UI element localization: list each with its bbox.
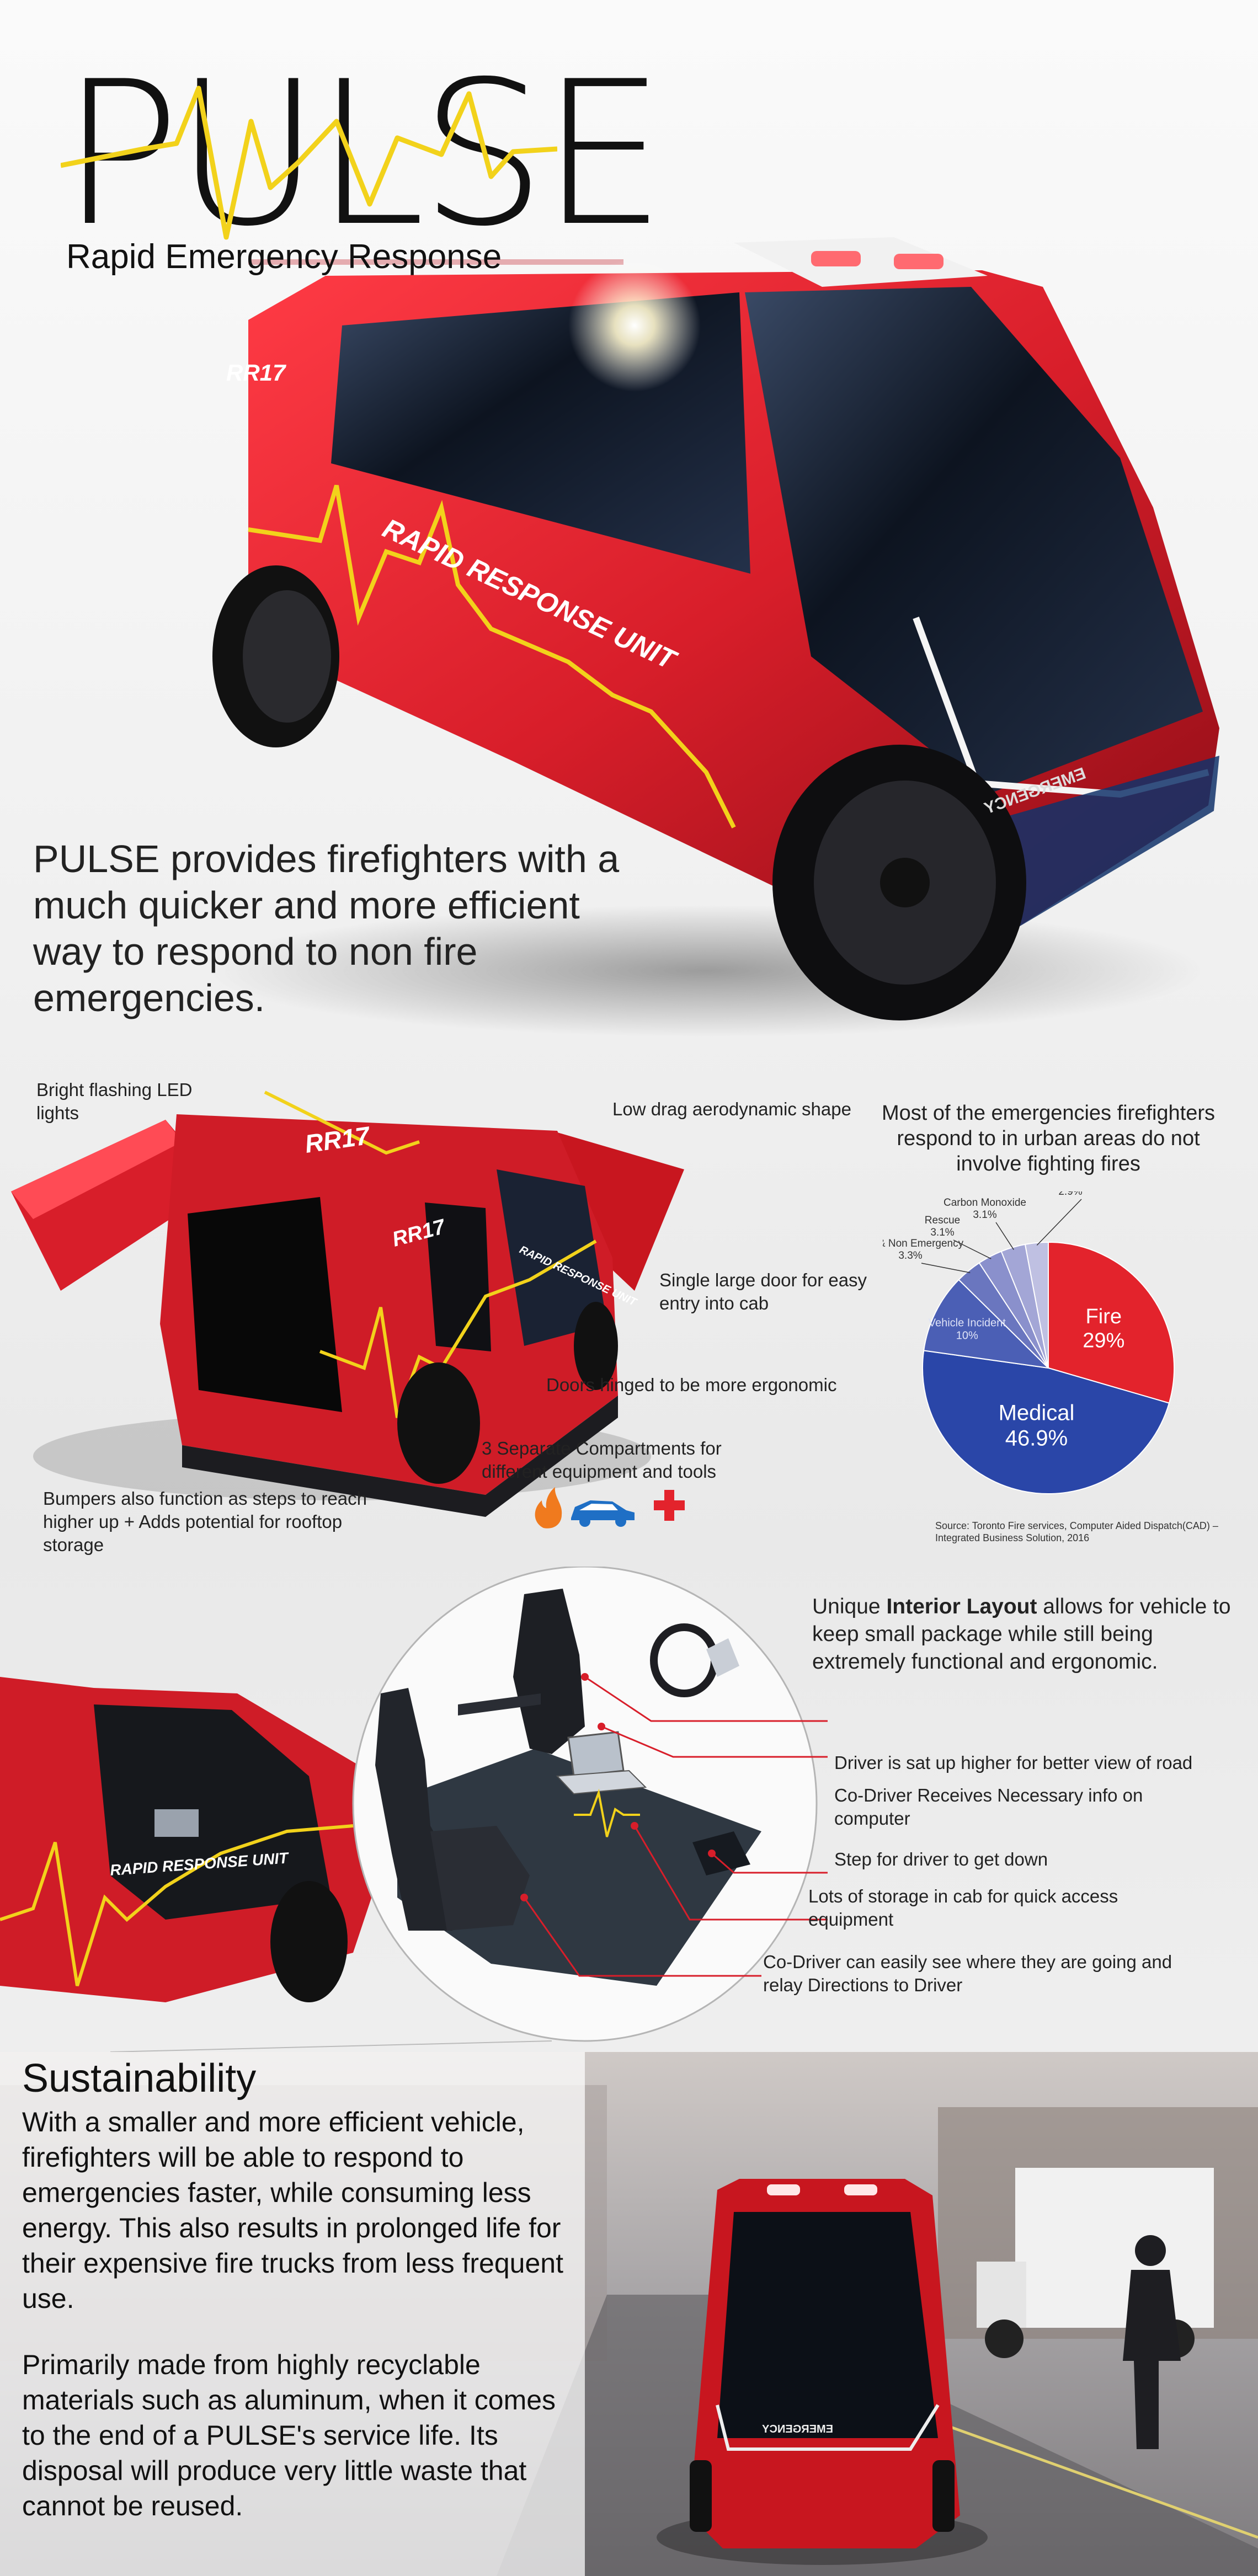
pie-label-2: Vehicle Incident bbox=[929, 1317, 1006, 1329]
pie-slice-vehicle-incident bbox=[923, 1279, 1050, 1369]
pie-outer-value-6: 2.9% bbox=[1058, 1191, 1082, 1198]
wheel bbox=[772, 745, 1026, 1020]
van-number: RR17 bbox=[226, 360, 286, 386]
pie-outer-value-3: 3.3% bbox=[898, 1250, 922, 1262]
pie-slice-leak-haz-mat-suspicious bbox=[1024, 1241, 1049, 1369]
interior-cutaway-image: RAPID RESPONSE UNIT bbox=[0, 1567, 828, 2052]
hero-van-image: RR17 RAPID RESPONSE UNIT EMERGENCY bbox=[210, 237, 1219, 1037]
pie-slice-fire bbox=[1048, 1241, 1175, 1404]
pie-leader-line bbox=[921, 1263, 971, 1274]
callout-driver-step: Step for driver to get down bbox=[834, 1849, 1048, 1869]
pie-label-1: Medical bbox=[999, 1401, 1075, 1425]
callout-hinged-doors: Doors hinged to be more ergonomic bbox=[546, 1375, 837, 1395]
pie-slice-medical bbox=[922, 1350, 1170, 1494]
sustainability-panel bbox=[0, 2052, 585, 2576]
chart-title: Most of the emergencies firefighters res… bbox=[881, 1102, 1216, 1175]
intro-statement: PULSE provides firefighters with a much … bbox=[33, 837, 620, 1019]
callout-codriver-computer: Co-Driver Receives Necessary info on com… bbox=[834, 1785, 1143, 1829]
pie-outer-value-4: 3.1% bbox=[930, 1227, 954, 1238]
windshield-text: EMERGENCY bbox=[761, 2423, 833, 2435]
heartbeat-line-icon bbox=[61, 85, 557, 240]
pie-outer-label-4: Rescue bbox=[925, 1215, 960, 1226]
callout-cab-storage: Lots of storage in cab for quick access … bbox=[808, 1886, 1118, 1930]
fire-icon bbox=[535, 1487, 562, 1529]
sustainability-title: Sustainability bbox=[22, 2056, 257, 2101]
pie-leader-line bbox=[1036, 1199, 1082, 1246]
car-crash-icon bbox=[571, 1500, 635, 1527]
pie-value-1: 46.9% bbox=[1005, 1426, 1068, 1450]
callout-led-lights: Bright flashing LED lights bbox=[36, 1079, 193, 1123]
callout-compartments: 3 Separate Compartments for different eq… bbox=[482, 1438, 722, 1482]
callout-codriver-directions: Co-Driver can easily see where they are … bbox=[763, 1952, 1172, 1995]
callout-aerodynamic: Low drag aerodynamic shape bbox=[612, 1099, 851, 1119]
pie-outer-label-5: Carbon Monoxide bbox=[944, 1197, 1026, 1209]
logo: PULSE Rapid Emergency Response bbox=[61, 55, 666, 287]
interior-heading: Unique Interior Layout allows for vehicl… bbox=[812, 1593, 1232, 1676]
interior-heading-post: allows for vehicle to keep small package… bbox=[812, 1595, 1231, 1674]
pie-leader-line bbox=[995, 1222, 1014, 1250]
tagline: Rapid Emergency Response bbox=[66, 238, 502, 276]
wheel bbox=[212, 565, 339, 747]
sustainability-paragraph-1: With a smaller and more efficient vehicl… bbox=[22, 2107, 563, 2314]
pie-value-2: 10% bbox=[956, 1329, 978, 1342]
medical-cross-icon bbox=[654, 1490, 685, 1521]
compartment-icons bbox=[535, 1487, 685, 1529]
chart-source: Source: Toronto Fire services, Computer … bbox=[935, 1520, 1218, 1543]
pie-outer-label-3: Call & Non Emergency bbox=[883, 1238, 964, 1249]
interior-heading-pre: Unique bbox=[812, 1595, 887, 1618]
pie-label-0: Fire bbox=[1086, 1305, 1122, 1328]
tagline-underline bbox=[248, 259, 623, 265]
interior-heading-bold: Interior Layout bbox=[886, 1595, 1037, 1618]
exterior-van-image: RR17 RR17 RAPID RESPONSE UNIT bbox=[11, 1091, 684, 1517]
callout-single-door: Single large door for easy entry into ca… bbox=[659, 1270, 867, 1313]
callout-driver-height: Driver is sat up higher for better view … bbox=[834, 1752, 1193, 1773]
pie-leader-line bbox=[953, 1239, 992, 1259]
pie-outer-value-5: 3.1% bbox=[973, 1209, 996, 1221]
logo-text: PULSE bbox=[61, 39, 666, 270]
callout-bumpers: Bumpers also function as steps to reach … bbox=[43, 1488, 367, 1555]
sustainability-paragraph-2: Primarily made from highly recyclable ma… bbox=[22, 2349, 556, 2521]
pie-value-0: 29% bbox=[1083, 1329, 1124, 1353]
